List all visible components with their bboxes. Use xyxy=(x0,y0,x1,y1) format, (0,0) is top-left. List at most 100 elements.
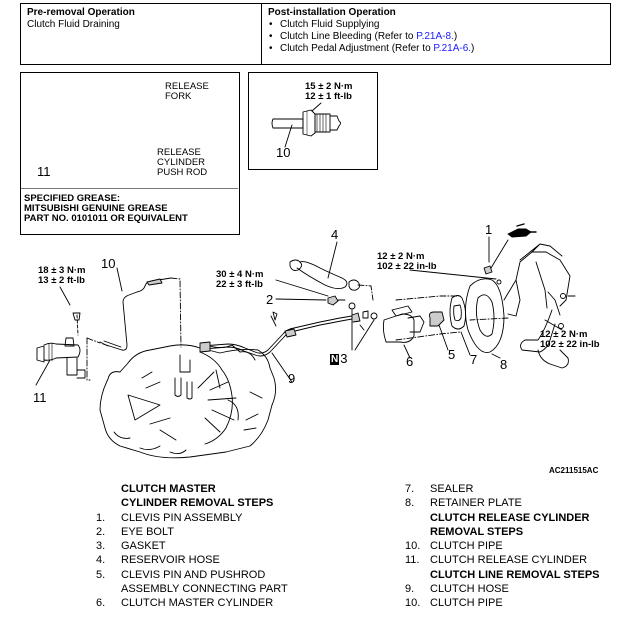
step-text: CLUTCH PIPE xyxy=(430,597,503,610)
grease-note: SPECIFIED GREASE: MITSUBISHI GENUINE GRE… xyxy=(24,194,188,224)
inset-push-rod xyxy=(20,72,240,235)
page-ref-link[interactable]: P.21A-6. xyxy=(433,43,472,54)
steps-header: CYLINDER REMOVAL STEPS xyxy=(96,496,386,510)
steps-header: REMOVAL STEPS xyxy=(405,525,620,539)
callout-11: 11 xyxy=(33,390,47,405)
note-line: PART NO. 0101011 OR EQUIVALENT xyxy=(24,213,188,224)
step-number: 5. xyxy=(96,568,106,581)
torque-line: 12 ± 2 N·m xyxy=(377,251,425,262)
step-item: 8.RETAINER PLATE xyxy=(405,496,620,510)
inset-pipe-art xyxy=(271,102,341,148)
step-item: 3.GASKET xyxy=(96,539,386,553)
header-text: CLUTCH RELEASE CYLINDER xyxy=(430,511,590,524)
item-text: Clutch Line Bleeding (Refer to xyxy=(280,31,417,42)
step-number: 3. xyxy=(96,540,106,553)
step-text: ASSEMBLY CONNECTING PART xyxy=(121,583,288,596)
step-text: RETAINER PLATE xyxy=(430,497,522,510)
item-suffix: ) xyxy=(453,31,458,42)
torque-line: 18 ± 3 N·m xyxy=(38,265,86,276)
step-number: 10. xyxy=(405,597,421,610)
post-installation-cell: Post-installation Operation Clutch Fluid… xyxy=(262,4,610,64)
header-text: CLUTCH MASTER xyxy=(121,483,216,495)
step-text: SEALER xyxy=(430,483,474,495)
eye-bolt-art xyxy=(275,279,378,351)
step-text: CLEVIS PIN ASSEMBLY xyxy=(121,511,243,524)
post-installation-item: Clutch Line Bleeding (Refer to P.21A-8.) xyxy=(269,31,604,43)
callout-10-inset: 10 xyxy=(276,145,291,160)
torque-line: 102 ± 22 in-lb xyxy=(540,339,600,350)
item-suffix: ) xyxy=(471,43,475,54)
pre-removal-item: Clutch Fluid Draining xyxy=(27,19,120,30)
operation-table: Pre-removal Operation Clutch Fluid Drain… xyxy=(20,3,611,65)
torque-eye-bolt: 30 ± 4 N·m 22 ± 3 ft-lb xyxy=(216,270,263,290)
step-item: 10. CLUTCH PIPE xyxy=(405,596,620,610)
step-text: EYE BOLT xyxy=(121,525,174,538)
pre-removal-cell: Pre-removal Operation Clutch Fluid Drain… xyxy=(20,4,262,64)
callout-1: 1 xyxy=(485,222,493,237)
note-line: MITSUBISHI GENUINE GREASE xyxy=(24,203,168,214)
callout-10: 10 xyxy=(101,256,116,271)
step-text: CLEVIS PIN AND PUSHROD xyxy=(121,568,266,581)
steps-header: CLUTCH MASTER xyxy=(96,482,386,496)
torque-line: 13 ± 2 ft-lb xyxy=(38,275,85,286)
callout-6: 6 xyxy=(406,354,414,369)
steps-header: CLUTCH RELEASE CYLINDER xyxy=(405,511,620,525)
pipe-torque-spec: 15 ± 2 N·m 12 ± 1 ft-lb xyxy=(305,82,352,102)
callout-11-inset: 11 xyxy=(37,164,51,179)
step-item: 9.CLUTCH HOSE xyxy=(405,582,620,596)
torque-line: 12 ± 2 N·m xyxy=(540,329,588,340)
step-item: 5. CLEVIS PIN AND PUSHROD xyxy=(96,568,386,582)
step-text: RESERVOIR HOSE xyxy=(121,554,220,567)
label-line: CYLINDER xyxy=(157,157,206,168)
torque-release-cylinder: 18 ± 3 N·m 13 ± 2 ft-lb xyxy=(38,266,85,286)
callout-2: 2 xyxy=(266,292,274,307)
torque-line: 15 ± 2 N·m xyxy=(305,81,353,92)
callout-4: 4 xyxy=(331,227,339,242)
item-text: Clutch Fluid Supplying xyxy=(280,19,380,30)
reservoir-hose-art xyxy=(289,241,374,301)
push-rod-label: RELEASE CYLINDER PUSH ROD xyxy=(157,148,207,178)
release-cylinder-art xyxy=(35,286,101,386)
post-installation-item: Clutch Pedal Adjustment (Refer to P.21A-… xyxy=(269,43,604,55)
page-ref-link[interactable]: P.21A-8. xyxy=(416,31,454,42)
torque-line: 22 ± 3 ft-lb xyxy=(216,279,263,290)
step-number: 1. xyxy=(96,511,106,524)
post-installation-list: Clutch Fluid Supplying Clutch Line Bleed… xyxy=(268,19,604,55)
step-item-continued: ASSEMBLY CONNECTING PART xyxy=(96,582,386,596)
post-installation-title: Post-installation Operation xyxy=(268,7,396,18)
step-item: 11. CLUTCH RELEASE CYLINDER xyxy=(405,553,620,567)
step-item: 1. CLEVIS PIN ASSEMBLY xyxy=(96,511,386,525)
callout-9: 9 xyxy=(288,371,296,386)
pre-removal-title: Pre-removal Operation xyxy=(27,7,135,18)
step-item: 6.CLUTCH MASTER CYLINDER xyxy=(96,596,386,610)
header-text: CLUTCH LINE REMOVAL STEPS xyxy=(430,568,600,581)
label-line: RELEASE xyxy=(165,81,209,92)
step-item: 7.SEALER xyxy=(405,482,620,496)
step-item: 2. EYE BOLT xyxy=(96,525,386,539)
step-number: 2. xyxy=(96,525,106,538)
torque-line: 30 ± 4 N·m xyxy=(216,269,264,280)
figure-id: AC211515AC xyxy=(549,466,599,475)
label-line: FORK xyxy=(165,91,192,102)
step-text: CLUTCH RELEASE CYLINDER xyxy=(430,554,588,567)
step-number: 6. xyxy=(96,597,106,610)
header-text: CYLINDER REMOVAL STEPS xyxy=(121,497,274,510)
new-part-badge: N xyxy=(330,354,340,365)
header-text: REMOVAL STEPS xyxy=(430,525,524,538)
callout-3-number: 3 xyxy=(340,351,348,366)
clutch-hose-art xyxy=(199,310,369,383)
step-number: 10. xyxy=(405,540,421,553)
step-number: 11. xyxy=(405,554,420,567)
steps-header: CLUTCH LINE REMOVAL STEPS xyxy=(405,568,620,582)
torque-line: 12 ± 1 ft-lb xyxy=(305,91,352,102)
item-text: Clutch Pedal Adjustment (Refer to xyxy=(280,43,434,54)
steps-left: CLUTCH MASTER CYLINDER REMOVAL STEPS 1. C… xyxy=(96,482,386,611)
torque-line: 102 ± 22 in-lb xyxy=(377,261,437,272)
label-line: PUSH ROD xyxy=(157,167,208,178)
torque-master-cylinder-top: 12 ± 2 N·m 102 ± 22 in-lb xyxy=(377,252,437,272)
step-text: CLUTCH HOSE xyxy=(430,583,509,596)
steps-right: 7.SEALER 8.RETAINER PLATE CLUTCH RELEASE… xyxy=(405,482,620,611)
callout-5: 5 xyxy=(448,347,456,362)
callout-8: 8 xyxy=(500,357,508,372)
